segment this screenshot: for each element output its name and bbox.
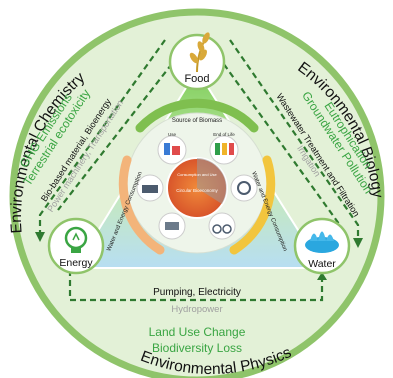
energy-label: Energy xyxy=(59,257,93,269)
food-label: Food xyxy=(184,73,209,85)
source-of-biomass-label: Source of Biomass xyxy=(172,118,222,124)
factory-icon-body xyxy=(142,185,158,193)
dashed-food-energy-outer xyxy=(38,39,166,235)
dashed-food-water-outer xyxy=(229,39,360,240)
use-icon-bottle xyxy=(164,143,170,155)
pumping-electricity-label: Pumping, Electricity xyxy=(153,287,241,298)
production-icon-body xyxy=(165,222,179,230)
recycle-icon-loop xyxy=(237,181,251,195)
water-label: Water xyxy=(308,258,336,270)
energy-node xyxy=(47,217,105,275)
arc-source-of-biomass xyxy=(135,98,259,133)
land-use-change-label: Land Use Change xyxy=(149,325,246,339)
bike-icon xyxy=(208,212,236,240)
end-of-life-label: End of Life xyxy=(213,132,235,137)
arrowhead-water-up xyxy=(317,272,327,280)
consumption-use-label: Consumption and Use xyxy=(177,172,217,177)
circular-bioeconomy-label: Circular Bioeconomy xyxy=(176,188,218,193)
use-icon-box xyxy=(172,146,180,155)
arc-left-consumption xyxy=(118,155,165,255)
dashed-energy-water xyxy=(68,270,324,302)
biodiversity-loss-label: Biodiversity Loss xyxy=(152,341,242,355)
inner-icons xyxy=(136,135,258,240)
arrowhead-energy xyxy=(35,232,45,242)
bike-icon-wheel-right xyxy=(222,224,232,234)
hydropower-label: Hydropower xyxy=(171,304,222,315)
recycle-icon xyxy=(230,174,258,202)
center-wedge xyxy=(197,158,227,204)
dashed-food-water-inner xyxy=(217,55,343,229)
arrowhead-water xyxy=(353,238,363,248)
bin-icon-green xyxy=(215,143,220,155)
water-splash-icon xyxy=(305,231,339,253)
bin-icon-red xyxy=(229,143,234,155)
dashed-food-energy-inner xyxy=(57,55,179,211)
arc-right-consumption xyxy=(229,155,276,255)
wheat-icon xyxy=(189,32,210,73)
use-label: Use xyxy=(168,132,176,137)
bike-icon-wheel-left xyxy=(212,224,222,234)
dashed-connectors xyxy=(38,39,360,302)
lightbulb-icon xyxy=(64,226,88,253)
bin-icon-yellow xyxy=(222,143,227,155)
